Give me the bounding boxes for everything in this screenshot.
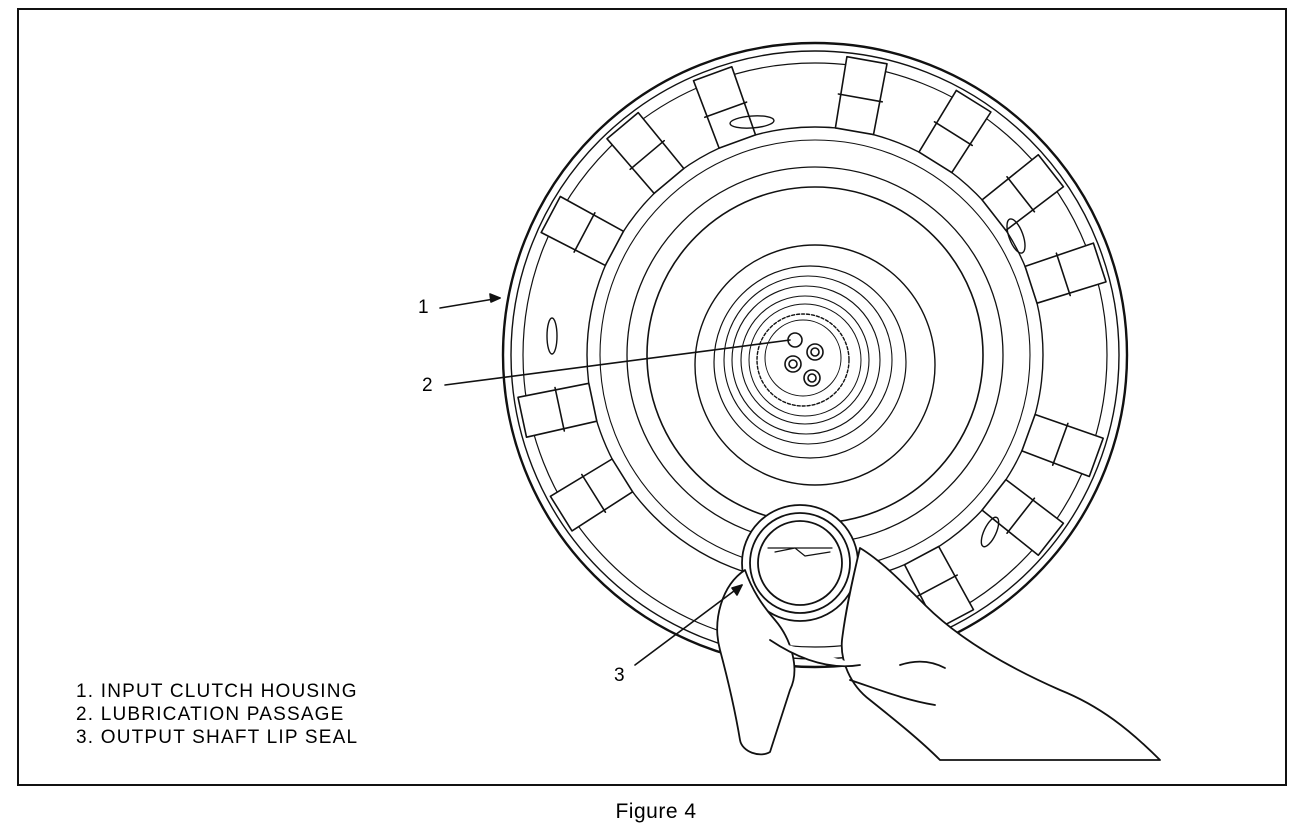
legend: 1. INPUT CLUTCH HOUSING 2. LUBRICATION P…	[76, 680, 358, 749]
clutch-lug-edge	[629, 139, 666, 171]
figure-caption: Figure 4	[615, 800, 697, 823]
clutch-lug	[549, 458, 634, 532]
clutch-lug	[981, 153, 1065, 232]
clutch-lug	[834, 55, 888, 136]
clutch-lug-edge	[837, 93, 884, 103]
clutch-lug	[692, 66, 757, 149]
clutch-lug	[606, 111, 685, 195]
clutch-lug-edge	[1006, 176, 1036, 213]
clutch-lug-edge	[703, 101, 748, 119]
legend-item: 3. OUTPUT SHAFT LIP SEAL	[76, 727, 359, 748]
housing-slots	[546, 115, 1026, 548]
clutch-lug-edge	[580, 473, 607, 514]
clutch-lug-edge	[933, 121, 974, 147]
hands	[716, 547, 1161, 761]
clutch-lug-edge	[573, 212, 596, 253]
leader-lines	[439, 293, 791, 666]
clutch-lug-edge	[1055, 252, 1071, 297]
clutch-lugs	[517, 55, 1107, 630]
clutch-lug	[517, 382, 598, 439]
legend-item: 2. LUBRICATION PASSAGE	[76, 704, 345, 725]
figure-frame	[17, 8, 1287, 786]
input-clutch-housing	[501, 41, 1129, 669]
clutch-lug	[981, 478, 1065, 557]
callout-3: 3	[614, 665, 625, 686]
callout-2: 2	[422, 375, 433, 396]
clutch-lug	[1024, 242, 1107, 305]
clutch-lug-edge	[1051, 422, 1069, 467]
lubrication-passage-holes	[784, 332, 824, 387]
output-shaft-lip-seal	[741, 504, 859, 622]
clutch-lug	[540, 195, 625, 267]
clutch-lug-edge	[554, 386, 566, 432]
clutch-lug	[1021, 413, 1104, 478]
clutch-lug	[918, 89, 992, 174]
clutch-lug-edge	[917, 574, 959, 597]
clutch-lug-edge	[1006, 497, 1036, 535]
legend-item: 1. INPUT CLUTCH HOUSING	[76, 681, 358, 702]
callout-1: 1	[418, 297, 429, 318]
